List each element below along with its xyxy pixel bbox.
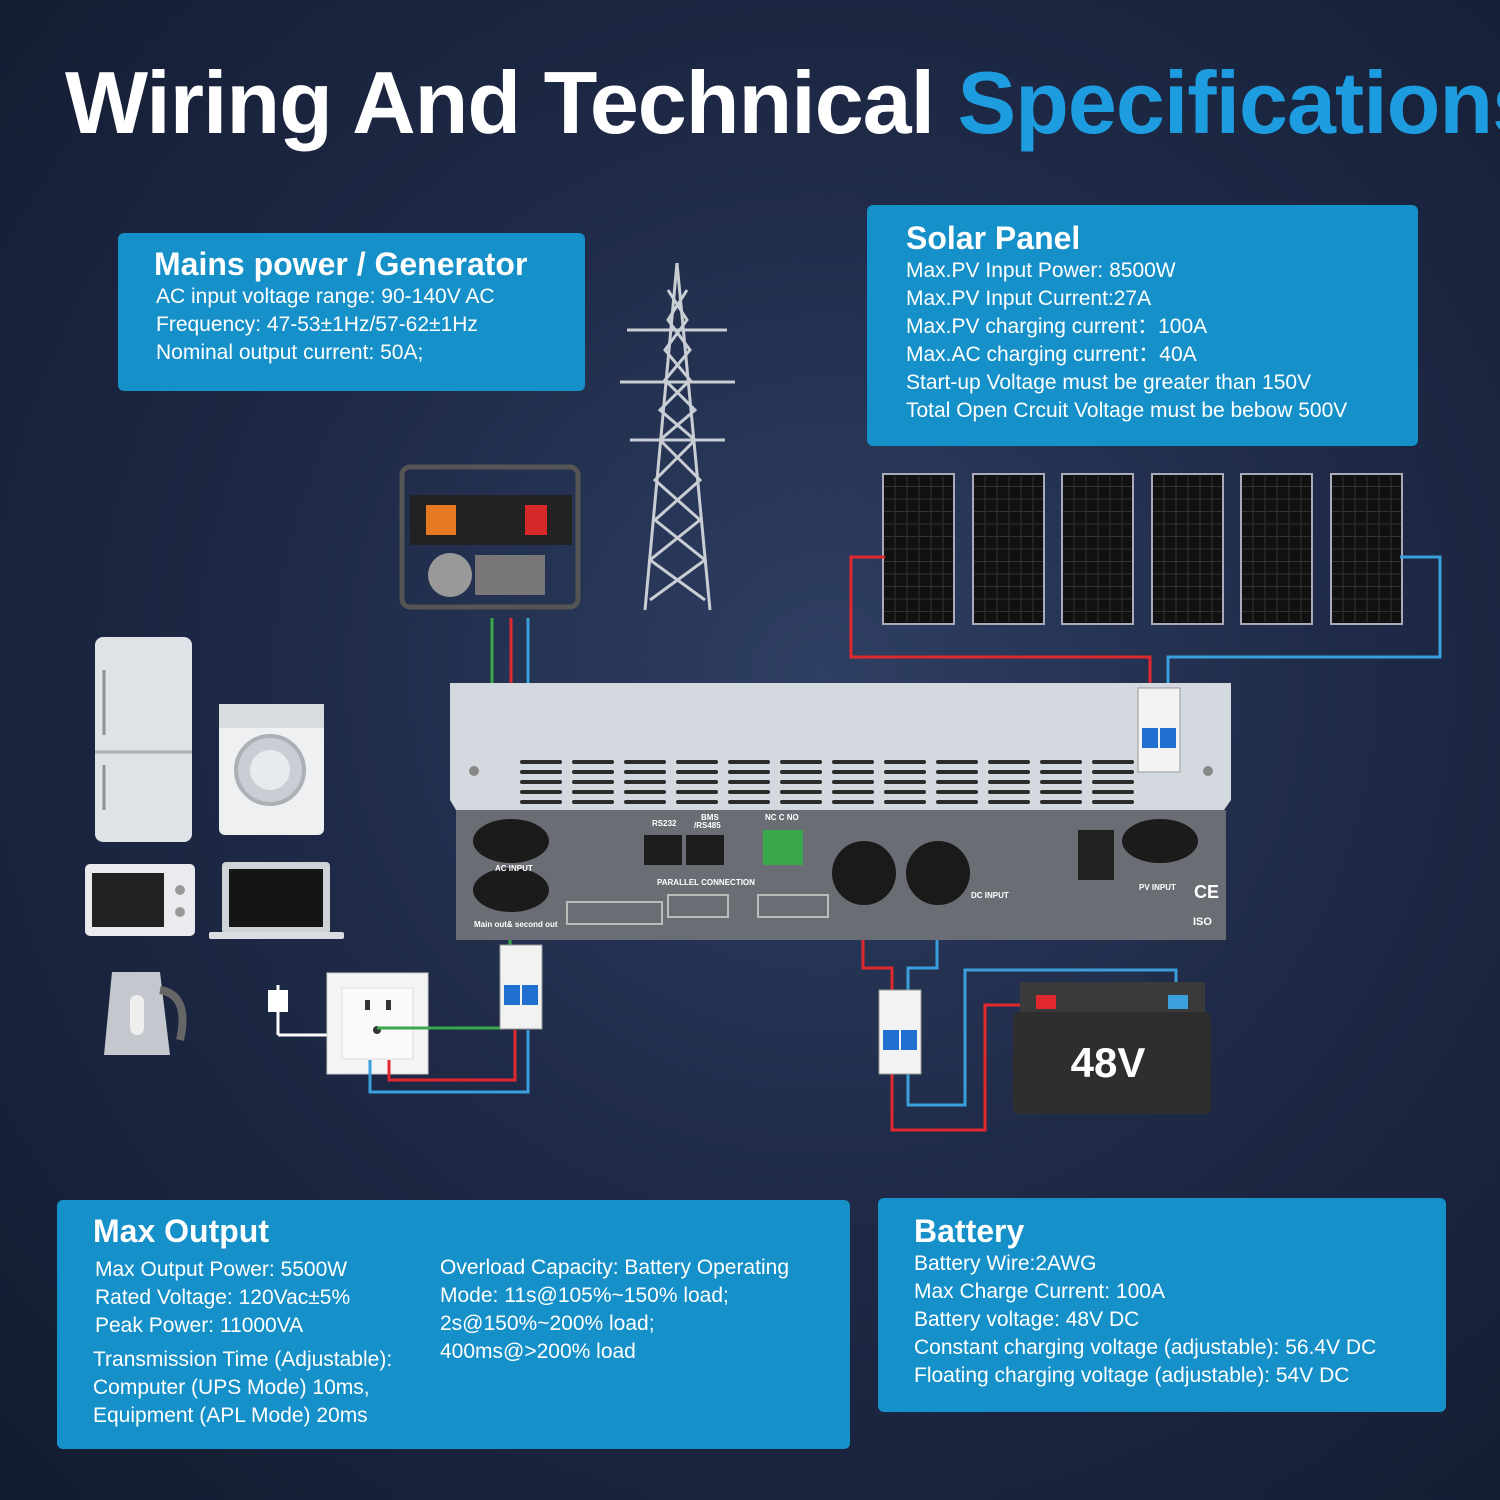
power-tower-icon: [620, 262, 735, 611]
mains-spec-card: Mains power / Generator AC input voltage…: [118, 233, 585, 391]
spec-line: Peak Power: 11000VA: [95, 1314, 304, 1337]
spec-line: Constant charging voltage (adjustable): …: [914, 1336, 1377, 1359]
title-main: Wiring And Technical: [65, 53, 935, 152]
solar-panel-icon: [1240, 473, 1313, 625]
output-right-col: Overload Capacity: Battery Operating Mod…: [440, 1254, 789, 1366]
spec-line: Mode: 11s@105%~150% load;: [440, 1284, 729, 1307]
laptop-icon: [209, 862, 344, 939]
spec-line: Floating charging voltage (adjustable): …: [914, 1364, 1350, 1387]
output-spec-card: Max Output Max Output Power: 5500W Rated…: [57, 1200, 850, 1449]
page-title: Wiring And Technical Specifications: [65, 52, 1500, 154]
spec-line: Max.PV charging current：100A: [906, 315, 1208, 338]
pv-input-label: PV INPUT: [1139, 883, 1176, 892]
spec-line: Max.PV Input Current:27A: [906, 287, 1152, 310]
dc-input-label: DC INPUT: [971, 891, 1009, 900]
generator-icon: [399, 464, 581, 610]
output-left-col: Max Output Power: 5500W Rated Voltage: 1…: [95, 1256, 350, 1340]
spec-line: Max.PV Input Power: 8500W: [906, 259, 1176, 282]
spec-line: Start-up Voltage must be greater than 15…: [906, 371, 1312, 394]
spec-line: 2s@150%~200% load;: [440, 1312, 655, 1335]
spec-line: Transmission Time (Adjustable):: [93, 1348, 393, 1371]
solar-panel-icon: [972, 473, 1045, 625]
solar-panel-icon: [1151, 473, 1224, 625]
mains-heading: Mains power / Generator: [154, 246, 528, 282]
spec-line: Rated Voltage: 120Vac±5%: [95, 1286, 351, 1309]
spec-line: Battery Wire:2AWG: [914, 1252, 1097, 1275]
kettle-icon: [104, 972, 187, 1055]
iso-mark: ISO: [1193, 916, 1212, 928]
spec-line: Overload Capacity: Battery Operating: [440, 1256, 790, 1279]
inverter-icon: RS232 BMS /RS485 NC C NO AC INPUT Main o…: [450, 683, 1231, 940]
microwave-icon: [85, 864, 195, 936]
output-transmission-col: Transmission Time (Adjustable): Computer…: [93, 1346, 392, 1430]
spec-line: Equipment (APL Mode) 20ms: [93, 1404, 368, 1427]
spec-line: Max.AC charging current：40A: [906, 343, 1197, 366]
refrigerator-icon: [95, 637, 192, 842]
rs232-label: RS232: [652, 819, 677, 828]
solar-heading: Solar Panel: [906, 220, 1081, 256]
solar-spec-card: Solar Panel Max.PV Input Power: 8500W Ma…: [867, 205, 1418, 446]
spec-line: Frequency: 47-53±1Hz/57-62±1Hz: [156, 313, 478, 336]
battery-spec-card: Battery Battery Wire:2AWG Max Charge Cur…: [878, 1198, 1446, 1412]
washing-machine-icon: [219, 704, 324, 835]
relay-label: NC C NO: [765, 813, 799, 822]
spec-line: Max Charge Current: 100A: [914, 1280, 1165, 1303]
ac-input-label: AC INPUT: [495, 864, 533, 873]
main-out-label: Main out& second out: [474, 920, 558, 929]
spec-line: Total Open Crcuit Voltage must be bebow …: [906, 399, 1348, 422]
parallel-label: PARALLEL CONNECTION: [657, 878, 755, 887]
battery-icon: 48V: [1013, 982, 1211, 1114]
spec-line: 400ms@>200% load: [440, 1340, 636, 1363]
battery-heading: Battery: [914, 1213, 1025, 1249]
solar-panel-icon: [1061, 473, 1134, 625]
solar-panels: [882, 473, 1403, 625]
rs485-label: /RS485: [694, 821, 721, 830]
wall-socket-icon: [326, 972, 429, 1075]
spec-line: Nominal output current: 50A;: [156, 341, 424, 364]
solar-panel-icon: [882, 473, 955, 625]
spec-line: Battery voltage: 48V DC: [914, 1308, 1140, 1331]
spec-line: Computer (UPS Mode) 10ms,: [93, 1376, 370, 1399]
breaker-icon: [499, 687, 1181, 1075]
title-accent: Specifications: [957, 53, 1500, 152]
battery-voltage-label: 48V: [1071, 1039, 1146, 1086]
spec-line: Max Output Power: 5500W: [95, 1258, 348, 1281]
solar-panel-icon: [1330, 473, 1403, 625]
spec-line: AC input voltage range: 90-140V AC: [156, 285, 495, 308]
output-heading: Max Output: [93, 1213, 269, 1249]
ce-mark: CE: [1194, 882, 1219, 902]
plug-icon: [268, 985, 378, 1037]
bms-label: BMS: [701, 813, 719, 822]
